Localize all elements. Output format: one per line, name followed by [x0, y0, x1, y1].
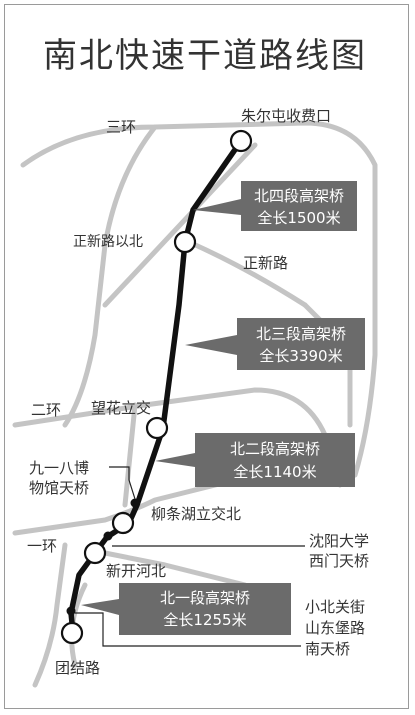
bridge-museum-leader — [109, 466, 136, 500]
station-xinkaihe-marker — [83, 541, 107, 565]
segment-north-3-callout: 北三段高架桥 全长3390米 — [185, 318, 365, 370]
segment-north-2-length: 全长1140米 — [233, 463, 316, 481]
station-xinkaihe-label: 新开河北 — [106, 562, 166, 580]
bridge-museum-marker — [130, 498, 140, 508]
station-wanghua-label: 望花立交 — [91, 399, 151, 417]
bridge-shenyang-univ-callout: 沈阳大学 西门天桥 — [112, 532, 369, 570]
segment-north-4-callout: 北四段高架桥 全长1500米 — [193, 181, 357, 231]
station-zhuertun-label: 朱尔屯收费口 — [241, 107, 331, 125]
bridge-xiaobeiguan-label-line2: 山东堡路 — [305, 619, 365, 637]
segment-north-4-name: 北四段高架桥 — [254, 187, 344, 205]
road-mid-vertical — [122, 402, 138, 508]
segment-north-1-box — [81, 583, 291, 635]
segment-north-4-length: 全长1500米 — [257, 209, 340, 227]
map-title: 南北快速干道路线图 — [43, 36, 367, 76]
station-tuanjie-marker — [60, 621, 84, 645]
segment-north-4-box — [193, 181, 357, 231]
zhengxin-road-line — [188, 240, 308, 308]
bridge-museum-callout: 九一八博 物馆天桥 — [29, 459, 136, 500]
first-ring-label: 一环 — [27, 537, 57, 555]
station-tuanjie-label: 团结路 — [55, 659, 100, 677]
second-ring-road — [12, 387, 343, 488]
third-ring-road — [20, 120, 378, 478]
third-ring-label: 三环 — [106, 118, 136, 136]
segment-north-3-box — [185, 318, 365, 370]
segment-north-1-callout: 北一段高架桥 全长1255米 — [81, 583, 291, 635]
station-liutiaohu-marker — [111, 511, 135, 535]
route-map-frame: 南北快速干道路线图 三环 正新路 二环 一环 朱尔屯收费口 正新路以北 望花立交… — [4, 4, 409, 709]
bridge-xiaobeiguan-label-line3: 南天桥 — [305, 640, 350, 658]
bridge-xiaobeiguan-leader — [75, 612, 301, 647]
station-markers — [60, 129, 253, 645]
second-ring-label: 二环 — [31, 401, 61, 419]
bridge-shenyang-univ-label-line1: 沈阳大学 — [309, 532, 369, 550]
route-map: 南北快速干道路线图 三环 正新路 二环 一环 朱尔屯收费口 正新路以北 望花立交… — [12, 36, 378, 688]
bridge-museum-label-line2: 物馆天桥 — [29, 479, 89, 497]
segment-north-1-length: 全长1255米 — [163, 611, 246, 629]
bridge-xiaobeiguan-marker — [66, 606, 76, 616]
road-west-diagonal — [102, 142, 258, 308]
segment-north-2-box — [155, 433, 355, 487]
segment-north-1-name: 北一段高架桥 — [160, 589, 250, 607]
third-ring-left — [62, 124, 158, 428]
segment-north-2-name: 北二段高架桥 — [230, 440, 320, 458]
zhengxin-road-label: 正新路 — [243, 254, 288, 272]
first-ring-south — [32, 542, 68, 688]
station-zhuertun-marker — [229, 129, 253, 153]
segment-north-2-callout: 北二段高架桥 全长1140米 — [155, 433, 355, 487]
bridge-shenyang-univ-label-line2: 西门天桥 — [309, 552, 369, 570]
road-south-diagonal — [102, 550, 248, 588]
station-zhengxin-north-label: 正新路以北 — [73, 234, 143, 250]
station-liutiaohu-label: 柳条湖立交北 — [151, 505, 241, 523]
bridge-xiaobeiguan-callout: 小北关街 山东堡路 南天桥 — [75, 598, 365, 658]
segment-north-3-name: 北三段高架桥 — [256, 325, 346, 343]
station-wanghua-marker — [145, 416, 169, 440]
segment-north-3-length: 全长3390米 — [259, 347, 342, 365]
bridge-xiaobeiguan-label-line1: 小北关街 — [305, 598, 365, 616]
bridge-shenyang-univ-marker — [103, 531, 113, 541]
bridge-museum-label-line1: 九一八博 — [29, 459, 89, 477]
station-zhengxin-north-marker — [173, 230, 197, 254]
